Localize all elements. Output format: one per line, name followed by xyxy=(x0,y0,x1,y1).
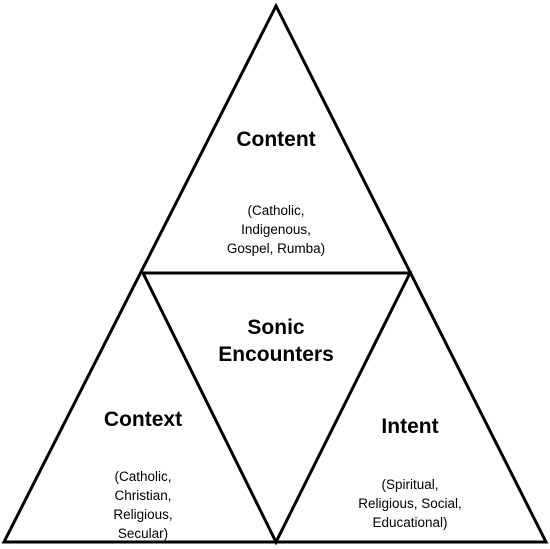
content-title: Content xyxy=(236,128,316,151)
center-title: Sonic Encounters xyxy=(176,314,376,368)
intent-line: (Spiritual, xyxy=(381,477,439,492)
center-line: Sonic xyxy=(247,316,305,339)
context-title: Context xyxy=(103,408,183,431)
intent-line: Educational) xyxy=(372,515,448,530)
context-line: Christian, xyxy=(114,488,172,503)
content-description: (Catholic, Indigenous, Gospel, Rumba) xyxy=(176,201,376,258)
center-line: Encounters xyxy=(218,343,334,366)
intent-description: (Spiritual, Religious, Social, Education… xyxy=(310,475,510,532)
content-line: (Catholic, xyxy=(247,203,305,218)
intent-line: Religious, Social, xyxy=(358,496,462,511)
content-line: Indigenous, xyxy=(241,222,311,237)
content-line: Gospel, Rumba) xyxy=(226,241,326,256)
context-line: (Catholic, xyxy=(114,469,172,484)
context-line: Religious, xyxy=(113,507,173,522)
intent-title: Intent xyxy=(381,415,439,438)
context-description: (Catholic, Christian, Religious, Secular… xyxy=(43,467,243,543)
inner-triangle xyxy=(140,271,413,546)
context-line: Secular) xyxy=(117,526,169,541)
